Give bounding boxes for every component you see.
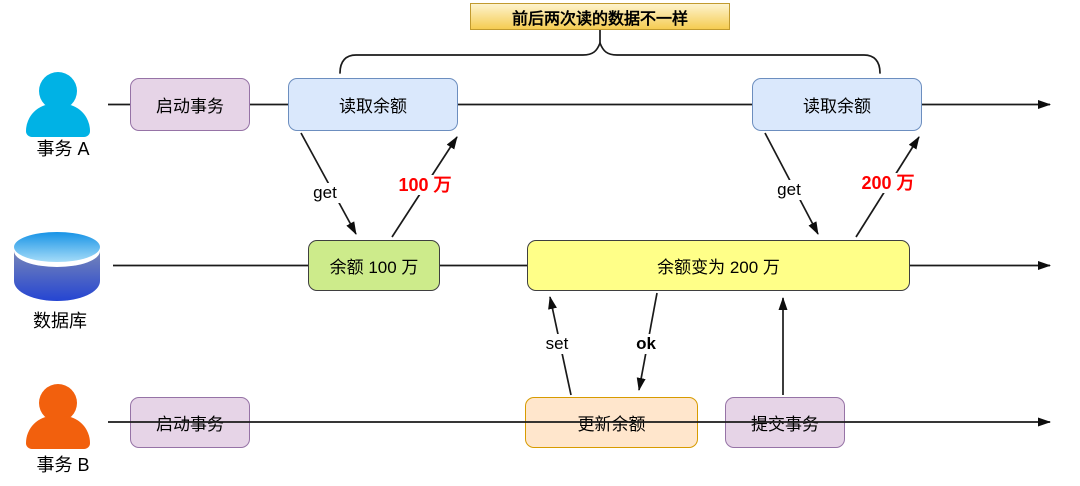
person-b-body	[26, 416, 90, 449]
label-result-200: 200 万	[858, 173, 918, 193]
label-result-100: 100 万	[395, 175, 455, 195]
node-a-read-balance-1: 读取余额	[288, 78, 458, 131]
node-a-read-balance-2: 读取余额	[752, 78, 922, 131]
label-get-right: get	[774, 180, 804, 200]
person-b-icon	[26, 384, 90, 449]
database-icon	[10, 231, 104, 308]
label-get-left: get	[310, 183, 340, 203]
actor-label-transaction-b: 事务 B	[36, 455, 90, 475]
node-a-start-transaction: 启动事务	[130, 78, 250, 131]
person-a-icon	[26, 72, 90, 137]
label-ok: ok	[633, 334, 659, 354]
actor-label-transaction-a: 事务 A	[36, 139, 90, 159]
node-db-balance-200: 余额变为 200 万	[527, 240, 910, 291]
node-db-balance-100: 余额 100 万	[308, 240, 440, 291]
person-a-head	[39, 72, 77, 110]
actor-label-database: 数据库	[33, 311, 87, 331]
person-b-head	[39, 384, 77, 422]
label-set: set	[542, 334, 572, 354]
person-a-body	[26, 104, 90, 137]
annotation-label: 前后两次读的数据不一样	[470, 3, 730, 30]
brace-span-two-reads	[339, 40, 881, 74]
